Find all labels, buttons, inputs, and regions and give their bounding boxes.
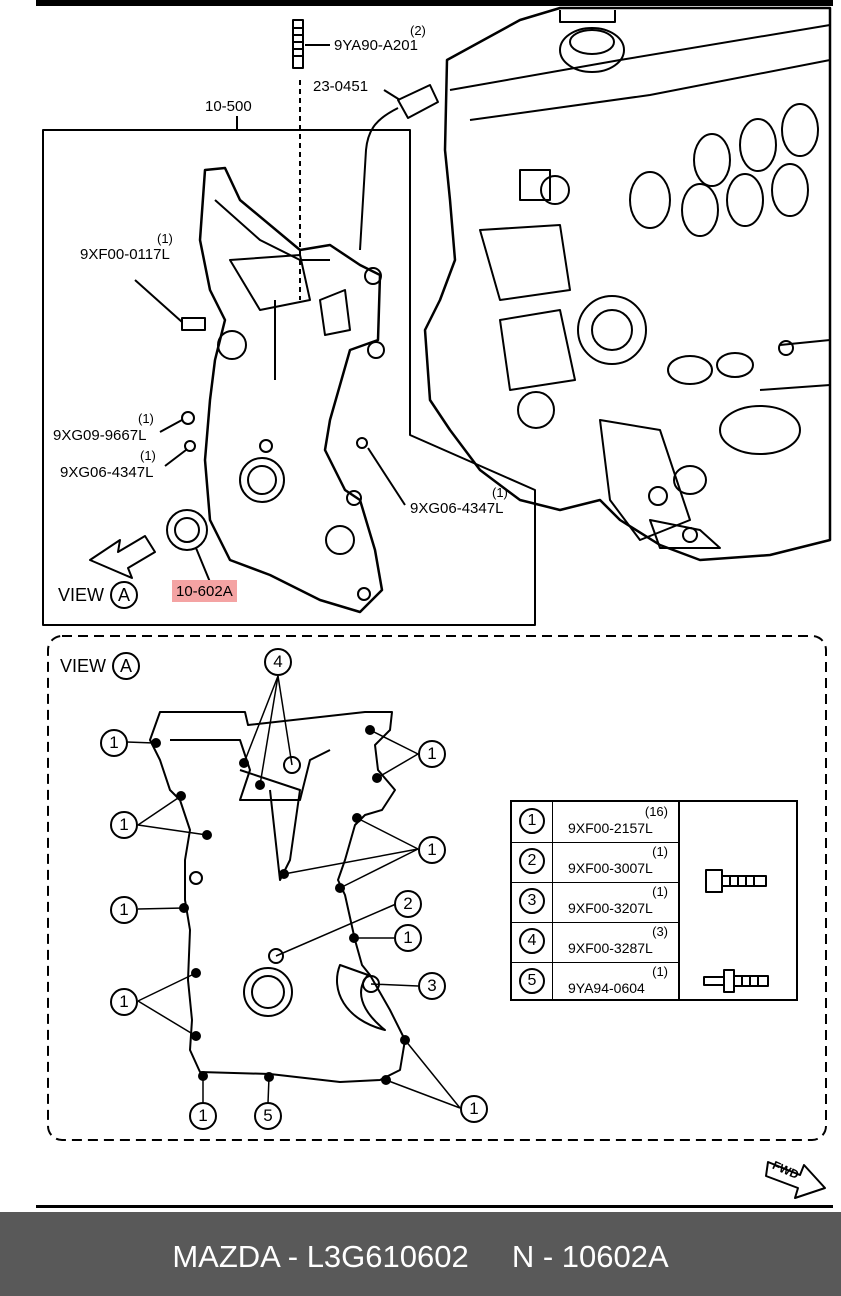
- footer-n-value: 10602A: [561, 1239, 669, 1274]
- marker-2: 2: [394, 890, 422, 918]
- fwd-arrow: [765, 1161, 826, 1199]
- marker-1: 1: [110, 811, 138, 839]
- sensor-part-label: 23-0451: [313, 78, 369, 95]
- view-a-title-letter: A: [112, 652, 141, 680]
- legend-qty: (1): [652, 844, 668, 859]
- view-a-letter: A: [110, 581, 139, 609]
- legend-qty: (1): [652, 884, 668, 899]
- pin-left-qty: (1): [140, 448, 156, 463]
- bolt-top-part-label: 9XF00-0117L: [80, 246, 170, 263]
- seal-highlight: 10-602A: [172, 580, 237, 602]
- marker-1: 1: [189, 1102, 217, 1130]
- assembly-frame: [42, 129, 536, 626]
- legend-part: 9XF00-3287L: [568, 940, 653, 956]
- marker-4: 4: [264, 648, 292, 676]
- legend-number: 4: [519, 928, 545, 954]
- footer-bar: [0, 1212, 841, 1296]
- pin-left-part-label: 9XG06-4347L: [60, 464, 154, 481]
- legend-row: 2 (1) 9XF00-3007L: [512, 842, 680, 883]
- pin-right-qty: (1): [492, 485, 508, 500]
- bolt-mid-part-label: 9XG09-9667L: [53, 427, 147, 444]
- top-rule: [36, 0, 833, 6]
- footer-n-label: N: [511, 1239, 535, 1274]
- view-a-cover: [149, 711, 406, 1083]
- legend-row: 3 (1) 9XF00-3207L: [512, 882, 680, 923]
- front-cover: [198, 166, 384, 614]
- marker-3: 3: [418, 972, 446, 1000]
- marker-1: 1: [418, 836, 446, 864]
- legend-part: 9XF00-3007L: [568, 860, 653, 876]
- legend-row: 5 (1) 9YA94-0604: [512, 962, 680, 999]
- bolt-9xg09-9667l: [181, 411, 195, 425]
- oil-seal: [166, 509, 208, 551]
- bolt-mid-qty: (1): [138, 411, 154, 426]
- pin-right-part-label: 9XG06-4347L: [410, 500, 504, 517]
- legend-qty: (3): [652, 924, 668, 939]
- footer-brand: MAZDA: [172, 1239, 280, 1274]
- legend-number: 1: [519, 808, 545, 834]
- view-a-frame: [47, 635, 827, 1141]
- legend-part: 9XF00-2157L: [568, 820, 653, 836]
- legend-bolt-icon: [705, 869, 767, 893]
- pin-right: [356, 437, 368, 449]
- footer-part-number: L3G610602: [306, 1239, 469, 1274]
- marker-1: 1: [110, 988, 138, 1016]
- pin-left: [184, 440, 196, 452]
- legend-qty: (16): [644, 804, 668, 819]
- footer-rule: [36, 1205, 833, 1208]
- bolt-9xf00-0117l: [181, 317, 206, 331]
- stud-qty: (2): [410, 23, 426, 38]
- seal-part-label: 10-602A: [172, 580, 237, 602]
- bolt-top-qty: (1): [157, 231, 173, 246]
- legend-qty: (1): [652, 964, 668, 979]
- assembly-part-label: 10-500: [205, 98, 252, 115]
- marker-1: 1: [100, 729, 128, 757]
- legend-row: 1 (16) 9XF00-2157L: [512, 802, 680, 843]
- legend-row: 4 (3) 9XF00-3287L: [512, 922, 680, 963]
- legend-number: 5: [519, 968, 545, 994]
- legend-separator: [678, 802, 680, 999]
- marker-1: 1: [394, 924, 422, 952]
- legend-part: 9XF00-3207L: [568, 900, 653, 916]
- stud-bolt: [292, 19, 304, 69]
- marker-1: 1: [460, 1095, 488, 1123]
- engine-block: [423, 6, 832, 562]
- marker-1: 1: [110, 896, 138, 924]
- stud-part-label: 9YA90-A201: [334, 37, 418, 54]
- legend-stud-icon: [703, 969, 769, 993]
- legend-number: 3: [519, 888, 545, 914]
- marker-1: 1: [418, 740, 446, 768]
- view-arrow: [89, 535, 156, 579]
- marker-5: 5: [254, 1102, 282, 1130]
- legend-number: 2: [519, 848, 545, 874]
- footer-caption: MAZDA - L3G610602 N - 10602A: [172, 1239, 669, 1274]
- sensor: [397, 84, 439, 119]
- fastener-legend: 1 (16) 9XF00-2157L 2 (1) 9XF00-3007L 3 (…: [510, 800, 798, 1001]
- legend-part: 9YA94-0604: [568, 980, 645, 996]
